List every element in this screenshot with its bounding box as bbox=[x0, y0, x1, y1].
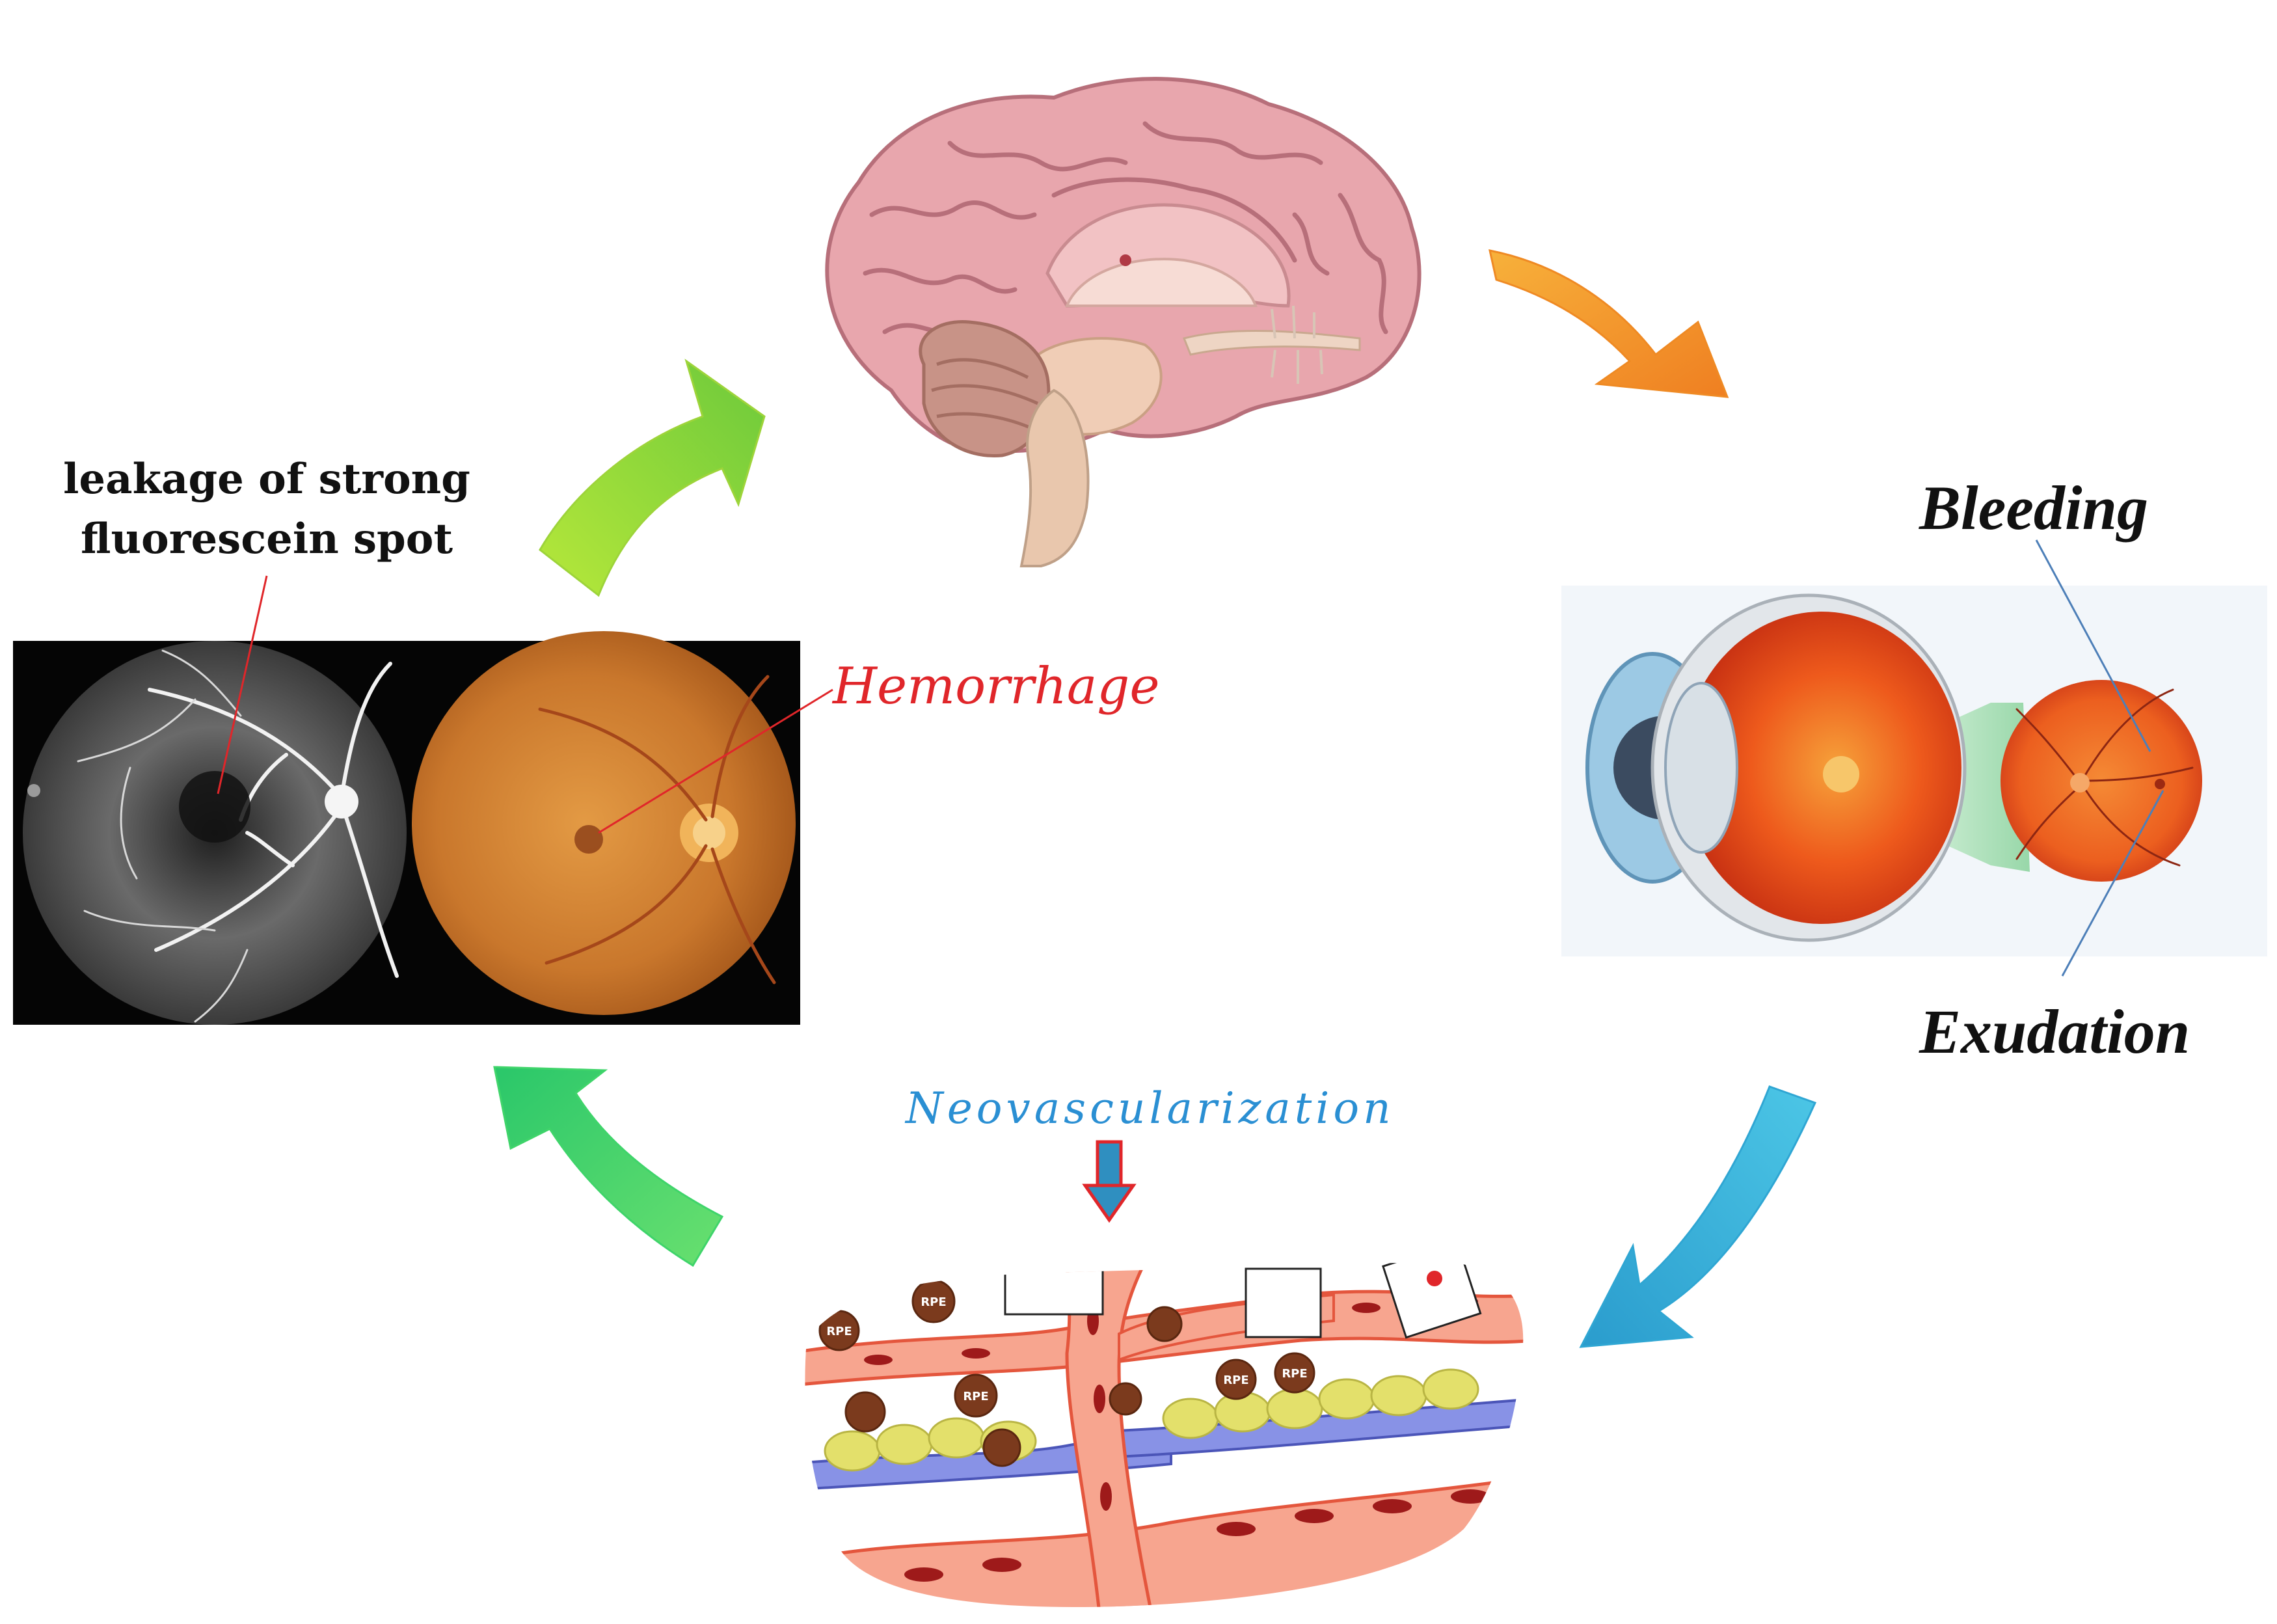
rpe-label: RPE bbox=[963, 1390, 988, 1403]
rpe-label: RPE bbox=[1282, 1367, 1307, 1381]
exudation-label: Exudation bbox=[1919, 997, 2190, 1066]
arrow-orange-down-right bbox=[1489, 249, 1729, 398]
hemorrhage-label: Hemorrhage bbox=[833, 657, 1160, 716]
fundus-image-panel bbox=[13, 631, 800, 1025]
arrow-cyan-down-left bbox=[1579, 1085, 1817, 1348]
fundus-image-color bbox=[412, 631, 796, 1015]
leakage-label-line1: leakage of strong bbox=[63, 455, 470, 504]
brain-illustration bbox=[825, 77, 1421, 567]
arrow-green-up-left bbox=[493, 1066, 724, 1267]
arrow-down-neovascularization bbox=[1082, 1140, 1137, 1223]
neovascularization-label: Neovascularization bbox=[906, 1083, 1395, 1133]
bleeding-label: Bleeding bbox=[1919, 473, 2148, 543]
arrow-lime-up-right bbox=[539, 359, 766, 597]
fundus-image-angiogram bbox=[23, 641, 407, 1025]
leader-lines bbox=[217, 539, 2164, 977]
rpe-label: RPE bbox=[1223, 1374, 1248, 1387]
rpe-label: RPE bbox=[826, 1325, 852, 1338]
rpe-label: RPE bbox=[921, 1295, 946, 1309]
eye-cross-section-illustration bbox=[1561, 586, 2267, 956]
leakage-label-line2: fluorescein spot bbox=[80, 515, 453, 563]
retina-layers-illustration: RPE RPE RPE RPE RPE bbox=[805, 1261, 1524, 1607]
